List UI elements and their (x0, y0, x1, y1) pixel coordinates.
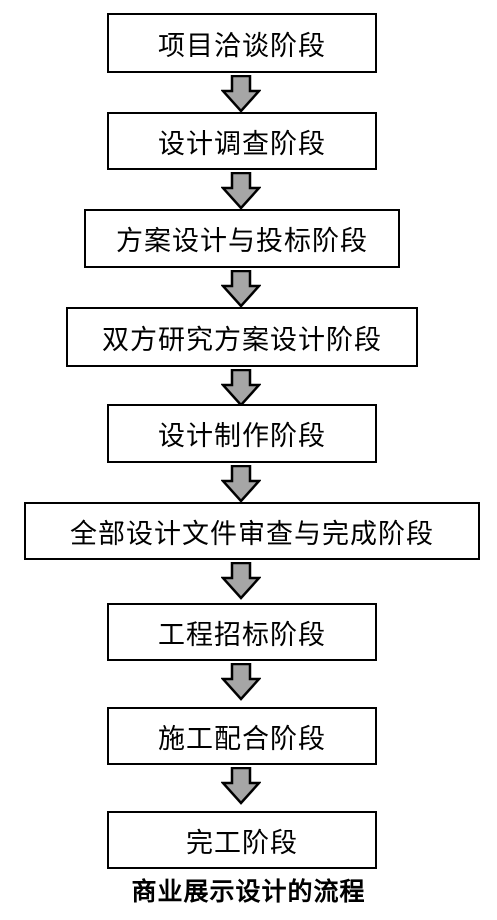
down-arrow-icon (221, 562, 261, 600)
down-arrow-icon (221, 767, 261, 805)
step-label: 项目洽谈阶段 (158, 30, 326, 62)
step-project-negotiation: 项目洽谈阶段 (107, 13, 377, 73)
step-scheme-design-bidding: 方案设计与投标阶段 (84, 209, 400, 268)
down-arrow-icon (221, 663, 261, 701)
step-engineering-bidding: 工程招标阶段 (107, 603, 377, 661)
step-review-completion: 全部设计文件审查与完成阶段 (24, 502, 480, 560)
step-construction-cooperation: 施工配合阶段 (107, 707, 377, 765)
down-arrow-icon (221, 172, 261, 210)
step-joint-scheme-study: 双方研究方案设计阶段 (66, 307, 418, 367)
down-arrow-icon (221, 75, 261, 113)
step-label: 设计制作阶段 (158, 421, 326, 452)
step-label: 设计调查阶段 (158, 128, 326, 160)
step-label: 工程招标阶段 (158, 619, 326, 651)
down-arrow-icon (221, 270, 261, 308)
down-arrow-icon (221, 465, 261, 503)
step-label: 施工配合阶段 (158, 723, 326, 755)
step-project-completion: 完工阶段 (107, 811, 377, 869)
figure-caption: 商业展示设计的流程 (131, 877, 366, 906)
step-design-production: 设计制作阶段 (107, 404, 377, 463)
step-label: 完工阶段 (186, 827, 298, 859)
step-label: 全部设计文件审查与完成阶段 (70, 518, 434, 550)
step-design-research: 设计调查阶段 (107, 112, 377, 170)
down-arrow-icon (221, 369, 261, 407)
step-label: 双方研究方案设计阶段 (102, 324, 382, 356)
step-label: 方案设计与投标阶段 (116, 226, 368, 257)
